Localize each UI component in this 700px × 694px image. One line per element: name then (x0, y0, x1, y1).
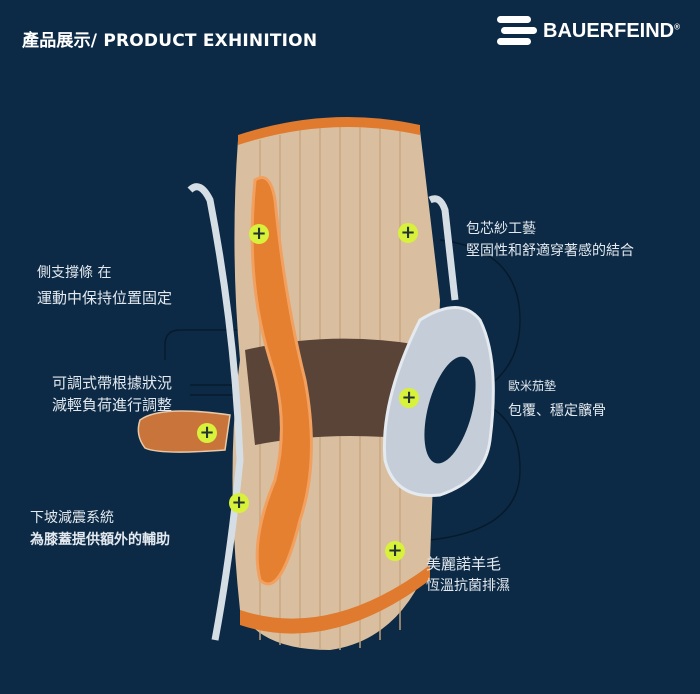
hotspot-downhill[interactable]: + (229, 493, 249, 513)
feature-desc: 減輕負荷進行調整 (52, 396, 173, 414)
top-band (238, 117, 420, 145)
feature-desc: 運動中保持位置固定 (37, 289, 173, 307)
brand-logo: BAUERFEIND® (497, 14, 680, 48)
feature-desc: 堅固性和舒適穿著感的結合 (466, 243, 634, 259)
feature-downhill: 下坡減震系統 為膝蓋提供額外的輔助 (30, 507, 170, 551)
feature-desc: 為膝蓋提供額外的輔助 (30, 532, 170, 548)
feature-title: 包芯紗工藝 (466, 221, 536, 237)
feature-title: 側支撐條 在 (37, 265, 112, 281)
hotspot-strap[interactable]: + (197, 423, 217, 443)
feature-omega-pad: 歐米茄墊 包覆、穩定髕骨 (508, 375, 606, 422)
feature-title: 下坡減震系統 (30, 510, 114, 526)
feature-merino: 美麗諾羊毛 恆溫抗菌排濕 (426, 553, 510, 597)
feature-title: 歐米茄墊 (508, 379, 557, 393)
bauerfeind-logo-icon (497, 16, 537, 45)
feature-side-stay: 側支撐條 在 運動中保持位置固定 (37, 262, 172, 309)
hotspot-core-yarn[interactable]: + (398, 223, 418, 243)
feature-title: 美麗諾羊毛 (426, 555, 502, 573)
orange-spring (250, 176, 313, 586)
hotspot-merino[interactable]: + (385, 541, 405, 561)
feature-desc: 包覆、穩定髕骨 (508, 403, 606, 419)
feature-core-yarn: 包芯紗工藝 堅固性和舒適穿著感的結合 (466, 218, 634, 262)
hotspot-omega-pad[interactable]: + (399, 388, 419, 408)
feature-desc: 恆溫抗菌排濕 (426, 578, 510, 594)
page-title: 產品展示/ PRODUCT EXHINITION (22, 31, 318, 51)
feature-title: 可調式帶根據狀況 (52, 374, 173, 392)
feature-strap: 可調式帶根據狀況 減輕負荷進行調整 (52, 372, 172, 416)
hotspot-side-stay[interactable]: + (249, 224, 269, 244)
brand-name: BAUERFEIND® (543, 19, 681, 42)
side-stay (187, 183, 244, 641)
